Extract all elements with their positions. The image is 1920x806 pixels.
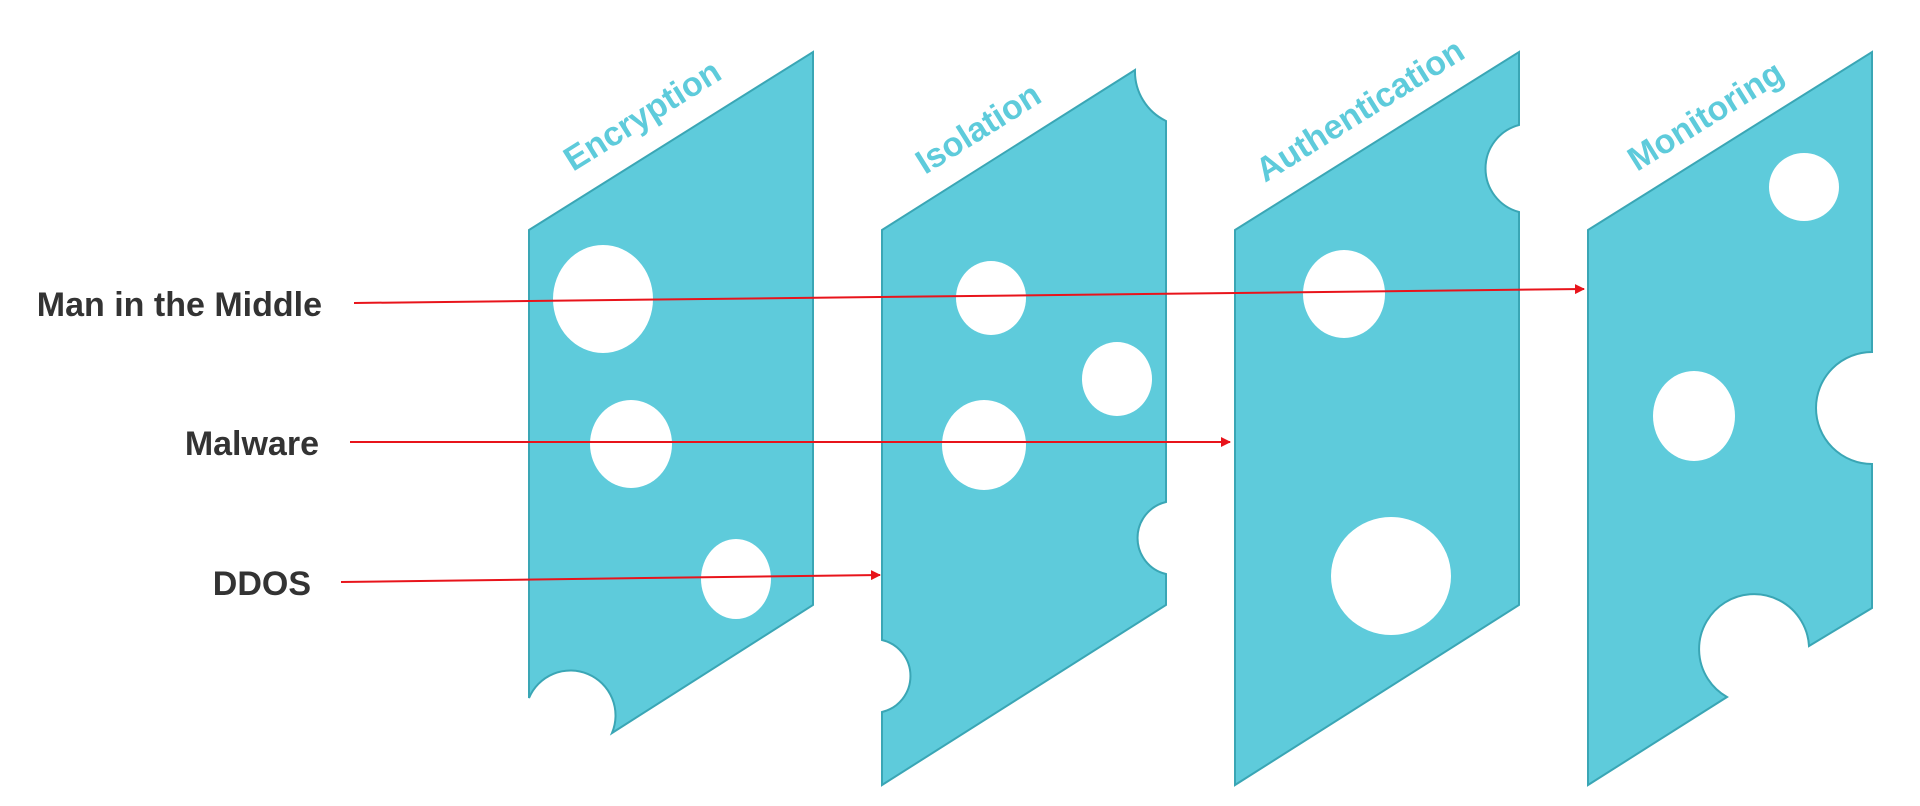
slice-hole: [553, 245, 653, 353]
threat-arrow-man-in-the-middle: [353, 284, 1585, 304]
threat-arrows: [340, 284, 1585, 583]
threat-label-ddos: DDOS: [213, 565, 311, 603]
slice-hole: [590, 400, 672, 488]
slice-hole: [1769, 153, 1839, 221]
slice-hole: [942, 400, 1026, 490]
threat-arrow-ddos: [340, 570, 881, 583]
slice-hole: [701, 539, 771, 619]
slice-shape: [1234, 50, 1520, 787]
slice-hole: [1303, 250, 1385, 338]
layer-slice-encryption: Encryption: [528, 50, 814, 736]
threat-label-man-in-the-middle: Man in the Middle: [37, 286, 322, 324]
layer-slice-monitoring: Monitoring: [1587, 50, 1873, 787]
slice-hole: [1331, 517, 1451, 635]
slice-hole: [1082, 342, 1152, 416]
slice-shape: [881, 68, 1167, 787]
layer-slice-authentication: Authentication: [1234, 31, 1520, 787]
threat-label-malware: Malware: [185, 425, 319, 463]
layer-slice-isolation: Isolation: [881, 68, 1167, 787]
slice-hole: [1653, 371, 1735, 461]
slice-hole: [956, 261, 1026, 335]
